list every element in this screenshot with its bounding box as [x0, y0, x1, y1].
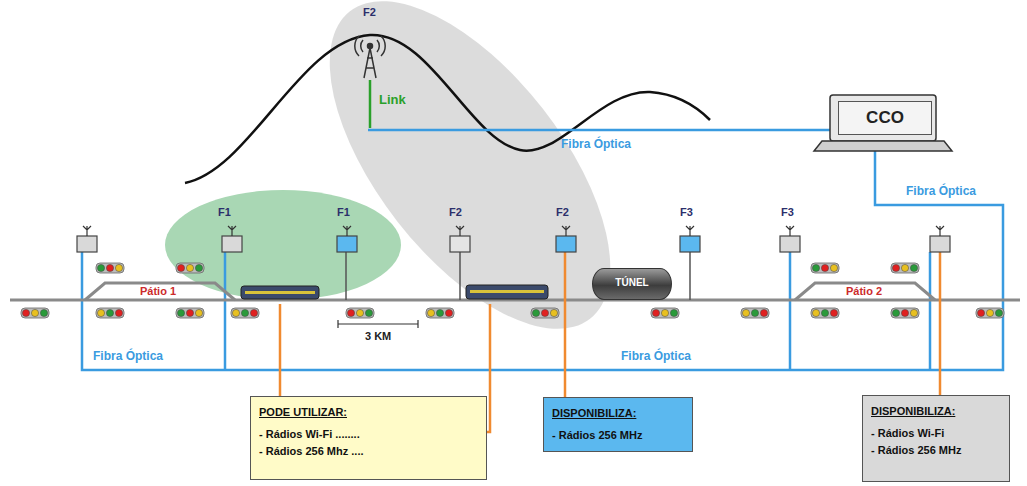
yard-track: [85, 283, 235, 300]
callout-box: DISPONIBILIZA: - Rádios 256 MHz: [543, 397, 693, 452]
node-label: TÚNEL: [597, 277, 667, 289]
callout-heading: PODE UTILIZAR:: [259, 404, 347, 421]
dimension-label: 3 KM: [364, 330, 392, 343]
signal-light: [811, 263, 839, 273]
frequency-label: F3: [679, 206, 694, 219]
frequency-label: F3: [780, 206, 795, 219]
signal-light: [811, 308, 839, 318]
antenna-group: [77, 226, 950, 252]
antenna-box: [450, 226, 470, 252]
antenna-mast: [346, 252, 690, 300]
signal-light: [976, 308, 1004, 318]
computer-screen: CCO: [838, 101, 932, 135]
signal-light: [891, 308, 919, 318]
signal-light: [176, 263, 204, 273]
signal-light: [891, 263, 919, 273]
locomotive: [241, 285, 548, 299]
fiber-label: Fibra Óptica: [92, 350, 164, 364]
signal-light: [96, 308, 124, 318]
fiber-optic-line: [82, 130, 1003, 370]
signal-light: [426, 308, 454, 318]
link-line: [369, 80, 372, 128]
antenna-box: [337, 226, 357, 252]
frequency-label: F2: [555, 206, 570, 219]
callout-heading: DISPONIBILIZA:: [871, 403, 955, 420]
frequency-label: F1: [336, 206, 351, 219]
node-label: CCO: [845, 108, 925, 128]
hill-line: [185, 35, 710, 183]
yard-label: Pátio 2: [845, 285, 883, 298]
scale-bar: [338, 320, 418, 328]
antenna-box: [556, 226, 576, 252]
signal-light: [346, 308, 374, 318]
signal-light: [96, 263, 124, 273]
frequency-label: F1: [217, 206, 232, 219]
tunnel: TÚNEL: [592, 268, 672, 300]
link-label: Link: [378, 93, 407, 108]
antenna-box: [222, 226, 242, 252]
callout-item: - Rádios 256 MHz: [552, 427, 642, 444]
signal-light: [231, 308, 259, 318]
cco-laptop: [814, 95, 952, 151]
fiber-label: Fibra Óptica: [905, 185, 977, 199]
fiber-label: Fibra Óptica: [620, 350, 692, 364]
frequency-label: F2: [448, 206, 463, 219]
callout-box: DISPONIBILIZA: - Rádios Wi-Fi- Rádios 256…: [862, 395, 1010, 482]
callout-item: - Rádios Wi-Fi ........: [259, 426, 360, 443]
antenna-box: [780, 226, 800, 252]
yard-label: Pátio 1: [139, 285, 177, 298]
callout-item: - Rádios Wi-Fi: [871, 425, 944, 442]
signal-light: [741, 308, 769, 318]
frequency-label: F2: [362, 6, 377, 19]
signal-light: [531, 308, 559, 318]
callout-box: PODE UTILIZAR: - Rádios Wi-Fi ........- R…: [250, 396, 487, 480]
callout-heading: DISPONIBILIZA:: [552, 405, 636, 422]
antenna-box: [77, 226, 97, 252]
callout-item: - Rádios 256 Mhz ....: [259, 443, 364, 460]
callout-item: - Rádios 256 MHz: [871, 442, 961, 459]
yard-track: [795, 283, 935, 300]
radio-tower: [355, 36, 385, 78]
antenna-box: [680, 226, 700, 252]
signal-light: [21, 308, 49, 318]
fiber-label: Fibra Óptica: [560, 138, 632, 152]
antenna-box: [930, 226, 950, 252]
signal-light: [176, 308, 204, 318]
signal-light: [651, 308, 679, 318]
coverage-area: [277, 0, 662, 375]
signal-group: [21, 263, 1004, 318]
